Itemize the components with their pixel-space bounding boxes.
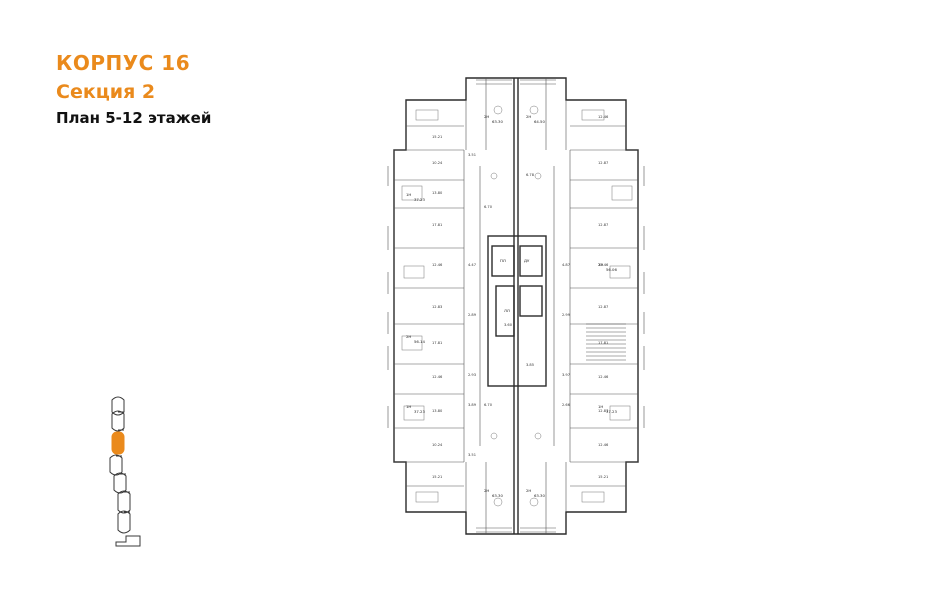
- room-area-left: 13.80: [432, 409, 443, 413]
- floors-subtitle: План 5-12 этажей: [56, 109, 212, 127]
- unit-code-left: 1Н: [406, 404, 411, 409]
- unit-area-left: 37.23: [414, 197, 425, 202]
- small-area: 3.51: [468, 153, 476, 157]
- unit-code-bottom: 2Н: [484, 488, 489, 493]
- unit-area-right: 37.23: [606, 409, 617, 414]
- unit-code-left: 1Н: [406, 192, 411, 197]
- unit-code-bottom: 2Н: [526, 488, 531, 493]
- room-area-left: 12.46: [432, 375, 443, 379]
- room-area-right: 17.81: [598, 341, 608, 345]
- unit-code-right: 1Н: [598, 404, 603, 409]
- small-area: 2.93: [468, 373, 476, 377]
- unit-area-top: 63.30: [492, 119, 503, 124]
- small-area: 6.70: [484, 205, 493, 209]
- core-label: ПЛ: [500, 258, 506, 263]
- plan-furniture: [401, 105, 633, 507]
- room-area-right: 12.46: [598, 115, 609, 119]
- room-area-right: 12.87: [598, 161, 608, 165]
- room-area-left: 12.83: [432, 305, 442, 309]
- room-area-left: 15.21: [432, 475, 442, 479]
- room-area-right: 12.46: [598, 263, 609, 267]
- small-area: 6.70: [484, 403, 493, 407]
- plan-labels: 15.21 10.24 13.80 17.81 12.46 12.83 17.81 12.46…: [406, 114, 617, 498]
- unit-area-left: 37.23: [414, 409, 425, 414]
- room-area-right: 12.87: [598, 223, 608, 227]
- room-area-left: 17.81: [432, 341, 442, 345]
- floor-plan: 15.21 10.24 13.80 17.81 12.46 12.83 17.81 12.46…: [387, 77, 645, 535]
- section-title: Секция 2: [56, 81, 156, 103]
- minimap-section-2: [111, 431, 125, 455]
- small-area: 3.97: [562, 373, 570, 377]
- small-area: 3.51: [468, 453, 476, 457]
- room-area-left: 15.21: [432, 135, 442, 139]
- room-area-left: 10.24: [432, 161, 443, 165]
- building-title: КОРПУС 16: [56, 51, 191, 75]
- section-minimap: [109, 396, 141, 547]
- unit-area-left: 56.14: [414, 339, 425, 344]
- room-area-left: 13.80: [432, 191, 443, 195]
- core-label: ДУ: [524, 258, 530, 263]
- minimap-section-5: [117, 490, 131, 514]
- room-area-left: 12.46: [432, 263, 443, 267]
- small-area: 4.47: [468, 263, 476, 267]
- room-area-right: 12.87: [598, 305, 608, 309]
- unit-area-bottom: 63.30: [492, 493, 503, 498]
- plan-partitions: [387, 78, 645, 534]
- unit-area-right: 56.06: [606, 267, 617, 272]
- core-label: ЛЛ: [504, 308, 510, 313]
- plan-walls: [393, 77, 639, 535]
- unit-code-top: 2Н: [526, 114, 531, 119]
- room-area-right: 12.46: [598, 443, 609, 447]
- small-area: 2.66: [562, 403, 571, 407]
- minimap-section-1b: [111, 410, 125, 432]
- minimap-section-4: [113, 472, 127, 494]
- unit-code-right: 2Н: [598, 262, 603, 267]
- minimap-tail: [115, 535, 141, 547]
- unit-code-top: 2Н: [484, 114, 489, 119]
- unit-area-top: 64.50: [534, 119, 545, 124]
- small-area: 3.60: [504, 323, 513, 327]
- small-area: 6.78: [526, 173, 535, 177]
- title-block: КОРПУС 16 Секция 2 План 5-12 этажей: [56, 48, 211, 130]
- unit-area-bottom: 63.30: [534, 493, 545, 498]
- room-area-right: 12.87: [598, 409, 608, 413]
- room-area-left: 10.24: [432, 443, 443, 447]
- small-area: 3.89: [468, 403, 477, 407]
- minimap-section-3: [109, 454, 123, 476]
- small-area: 4.87: [562, 263, 570, 267]
- small-area: 2.99: [562, 313, 571, 317]
- room-area-right: 12.46: [598, 375, 609, 379]
- minimap-section-6: [117, 510, 131, 534]
- small-area: 3.85: [526, 363, 534, 367]
- room-area-right: 15.21: [598, 475, 608, 479]
- room-area-left: 17.81: [432, 223, 442, 227]
- unit-code-left: 2Н: [406, 334, 411, 339]
- small-area: 2.89: [468, 313, 477, 317]
